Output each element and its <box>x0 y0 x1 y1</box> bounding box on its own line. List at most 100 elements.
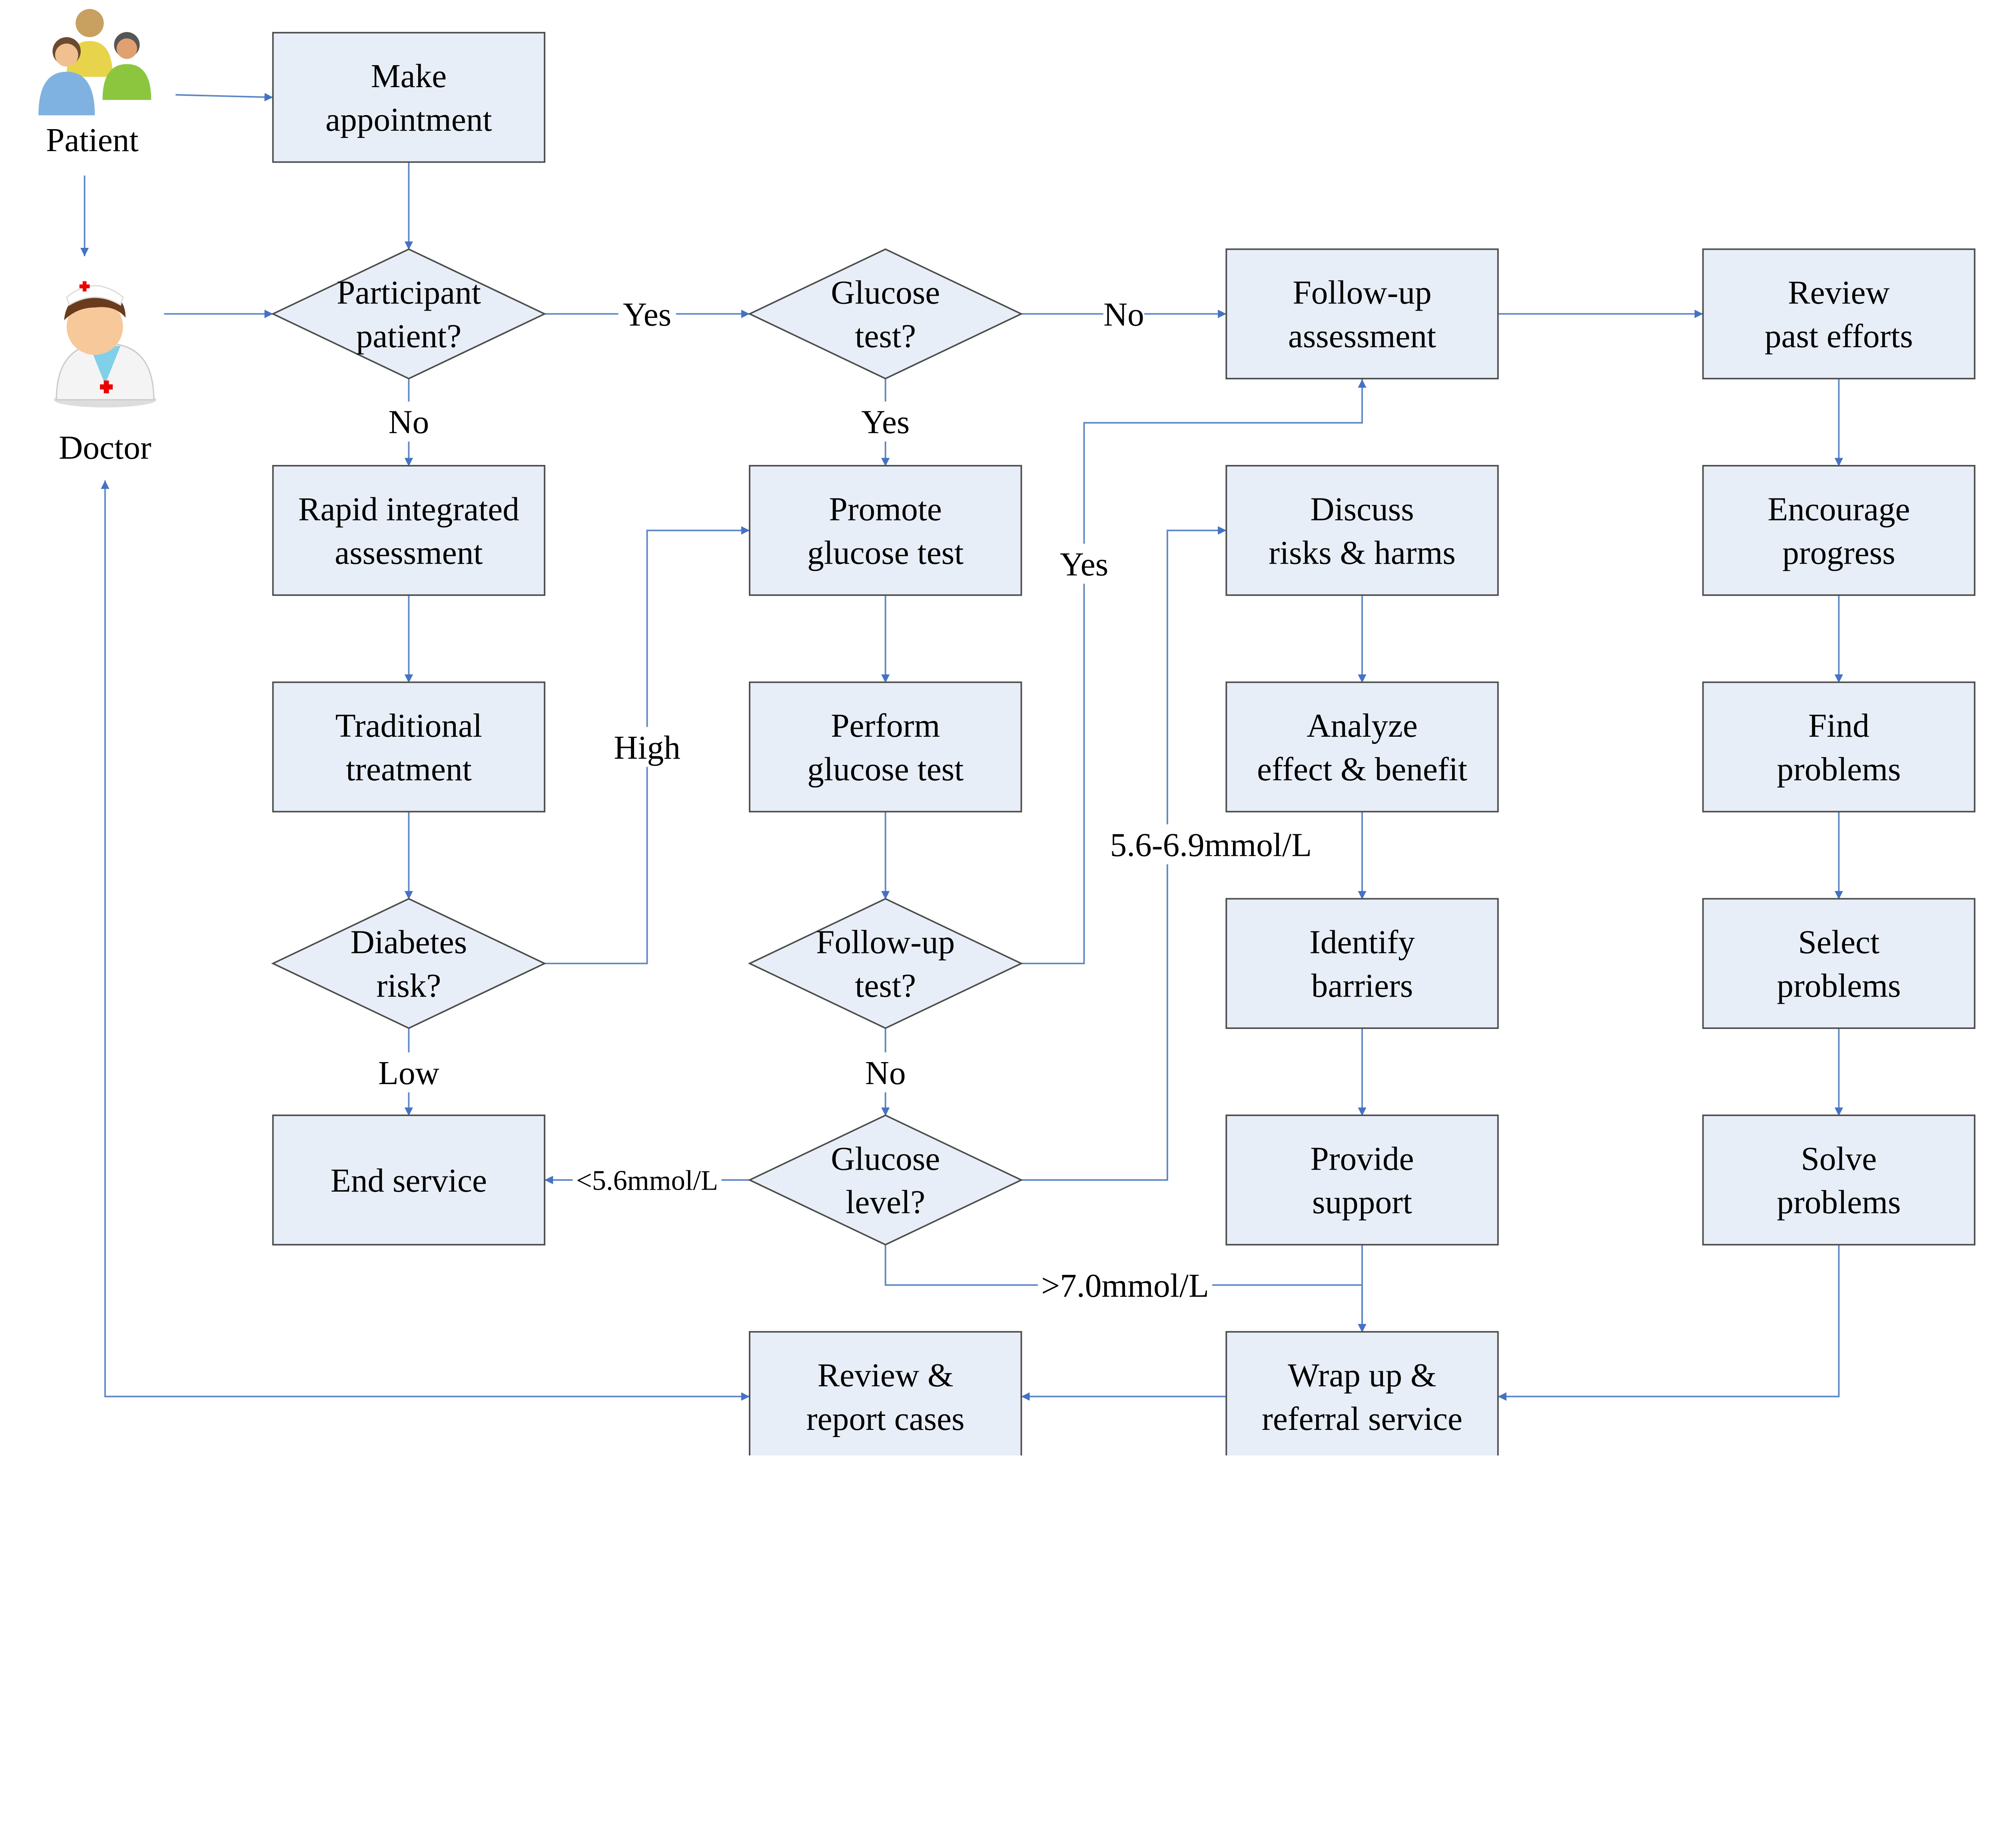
process-box <box>1225 465 1499 596</box>
edge-label: Yes <box>1060 546 1108 583</box>
node-perform-glucose: Perform glucose test <box>749 681 1022 813</box>
process-box <box>272 32 546 163</box>
node-find-problems: Find problems <box>1702 681 1976 813</box>
edge-label: Yes <box>861 404 910 441</box>
node-text: Find <box>1808 708 1869 744</box>
node-text: Promote <box>829 491 942 528</box>
edge-label-bg <box>1055 544 1113 584</box>
node-wrap-up: Wrap up &referral service <box>1225 1331 1499 1456</box>
node-text: Participant <box>337 275 481 311</box>
connector-followup-test-q-to-followup-assessment <box>1021 379 1367 965</box>
node-text: Review <box>1788 275 1890 311</box>
node-review-past-efforts: Review past efforts <box>1702 248 1976 380</box>
process-box <box>749 465 1022 596</box>
edge-label-bg <box>1099 824 1323 865</box>
node-promote-glucose: Promote glucose test <box>749 465 1022 596</box>
node-text: Select <box>1798 924 1880 961</box>
node-text: level? <box>846 1184 925 1221</box>
process-box <box>1702 465 1976 596</box>
node-traditional-treatment: Traditional treatment <box>272 681 546 813</box>
node-text: past efforts <box>1765 318 1913 355</box>
edge-label: No <box>865 1055 906 1092</box>
process-box <box>1225 898 1499 1029</box>
edge-label: No <box>1103 296 1144 333</box>
edge-label-bg <box>380 1052 438 1092</box>
node-text: Provide <box>1310 1140 1414 1177</box>
node-text: assessment <box>335 534 483 571</box>
process-box <box>272 681 546 813</box>
node-text: Perform <box>831 708 940 744</box>
node-text: treatment <box>346 751 472 788</box>
node-text: assessment <box>1288 318 1436 355</box>
node-text: problems <box>1777 968 1901 1005</box>
patient-label: Patient <box>46 122 138 159</box>
node-text: test? <box>855 318 916 355</box>
node-text: glucose test <box>807 534 964 571</box>
doctor-icon <box>54 281 157 408</box>
node-text: Follow-up <box>1293 275 1431 311</box>
node-text: glucose test <box>807 751 964 788</box>
node-text: Follow-up <box>816 924 955 961</box>
edge-label-bg <box>856 401 914 442</box>
node-text: Diabetes <box>351 924 467 961</box>
node-text: Traditional <box>335 708 482 744</box>
edge-label: Low <box>378 1055 439 1092</box>
edge-label: No <box>389 404 429 441</box>
process-box <box>1225 681 1499 813</box>
decision-diamond <box>271 248 547 380</box>
decision-diamond <box>748 1114 1023 1246</box>
node-text: Glucose <box>831 275 940 311</box>
node-text: report cases <box>806 1401 965 1437</box>
node-discuss-risks: Discuss risks & harms <box>1225 465 1499 596</box>
process-box <box>1702 898 1976 1029</box>
edge-label-bg <box>1103 294 1145 334</box>
process-box <box>1702 248 1976 380</box>
edge-label: 5.6-6.9mmol/L <box>1110 827 1312 863</box>
node-text: Discuss <box>1310 491 1414 528</box>
process-box <box>1225 1331 1499 1456</box>
connector-solve-problems-to-wrap-up <box>1498 1245 1840 1401</box>
node-select-problems: Select problems <box>1702 898 1976 1029</box>
node-text: risks & harms <box>1269 534 1456 571</box>
process-box <box>749 1331 1022 1456</box>
node-text: Solve <box>1801 1140 1877 1177</box>
node-solve-problems: Solve problems <box>1702 1114 1976 1246</box>
edge-label: >7.0mmol/L <box>1041 1268 1209 1304</box>
node-followup-assessment: Follow-up assessment <box>1225 248 1499 380</box>
patient-actor: Patient <box>38 9 152 159</box>
node-glucose-test-q: Glucose test? <box>748 248 1023 380</box>
node-text: Wrap up & <box>1288 1357 1436 1394</box>
node-glucose-level-q: Glucose level? <box>748 1114 1023 1246</box>
process-box <box>749 681 1022 813</box>
edge-label-bg <box>388 401 429 442</box>
node-participant-patient: Participant patient? <box>271 248 547 380</box>
process-box <box>272 465 546 596</box>
edge-label: High <box>614 730 680 766</box>
node-text: Identify <box>1309 924 1415 961</box>
doctor-label: Doctor <box>59 429 152 466</box>
node-text: Analyze <box>1307 708 1418 744</box>
node-text: problems <box>1777 751 1901 788</box>
edge-label-bg <box>1038 1265 1213 1305</box>
node-text: appointment <box>325 102 492 138</box>
edge-label-bg <box>865 1052 906 1092</box>
process-box <box>1702 1114 1976 1246</box>
connector-review-report-to-doctor <box>101 480 750 1401</box>
node-text: problems <box>1777 1184 1901 1221</box>
node-text: Glucose <box>831 1140 940 1177</box>
node-end-service: End service <box>272 1114 546 1246</box>
node-text: patient? <box>356 318 462 355</box>
process-box <box>1702 681 1976 813</box>
node-text: progress <box>1782 534 1895 571</box>
decision-diamond <box>748 898 1023 1029</box>
